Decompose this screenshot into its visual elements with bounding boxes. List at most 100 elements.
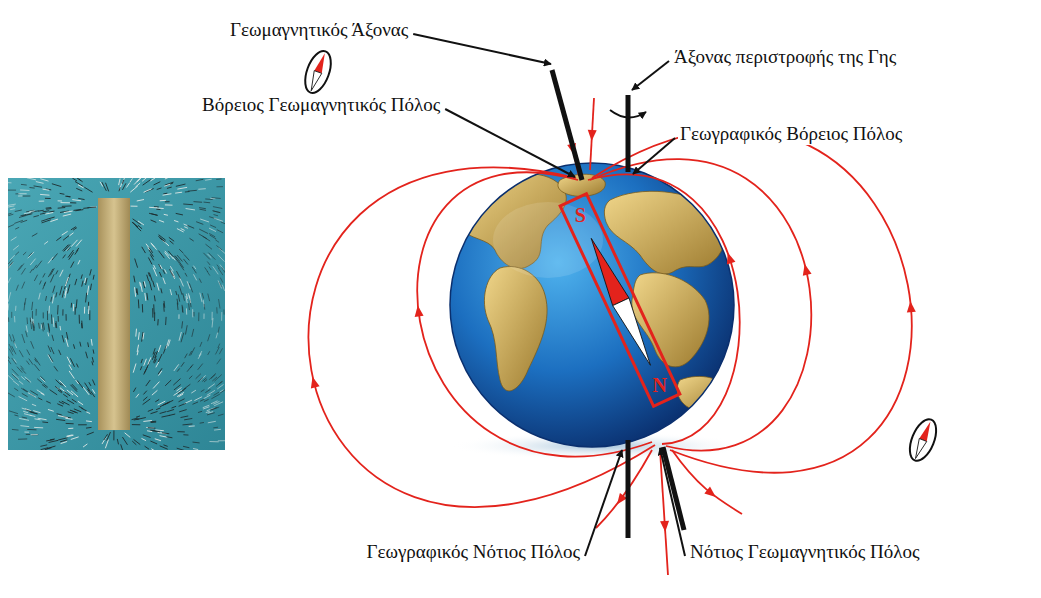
iron-filing	[46, 207, 52, 209]
iron-filing	[164, 184, 170, 186]
iron-filing	[145, 293, 146, 301]
iron-filing	[39, 293, 41, 300]
iron-filing	[119, 187, 120, 191]
iron-filing	[89, 382, 91, 386]
iron-filing	[26, 214, 32, 215]
iron-filing	[119, 179, 120, 186]
iron-filing	[47, 332, 49, 336]
iron-filing	[151, 214, 157, 216]
iron-filing	[38, 323, 40, 329]
iron-filing	[148, 427, 156, 429]
iron-filing	[210, 407, 217, 410]
iron-filing	[30, 391, 38, 396]
iron-filing	[78, 198, 84, 199]
iron-filing	[213, 266, 218, 274]
iron-filing	[10, 255, 15, 260]
iron-filing	[218, 268, 223, 275]
iron-filing	[177, 303, 179, 310]
iron-filing	[117, 439, 118, 444]
iron-filing	[150, 178, 155, 181]
compass-body	[300, 48, 336, 97]
leader-line	[445, 109, 575, 177]
iron-filing	[50, 390, 58, 395]
iron-filing	[187, 225, 194, 228]
iron-filing	[218, 255, 225, 262]
iron-filing	[22, 334, 25, 343]
iron-filing	[42, 220, 51, 223]
iron-filing	[11, 237, 17, 241]
iron-filing	[67, 400, 74, 404]
iron-filing	[53, 317, 55, 327]
iron-filing	[132, 424, 140, 425]
iron-filing	[136, 394, 139, 398]
iron-filing	[8, 278, 11, 284]
iron-filing	[196, 179, 204, 180]
iron-filing	[169, 269, 172, 275]
iron-filing	[8, 204, 16, 206]
iron-filing	[37, 390, 45, 395]
iron-filing	[92, 361, 93, 365]
iron-filing	[181, 416, 189, 418]
iron-filing	[179, 286, 182, 295]
iron-filing	[56, 321, 58, 328]
iron-filing	[68, 428, 73, 429]
iron-filing	[149, 273, 152, 282]
iron-filing	[165, 178, 169, 179]
iron-filing	[8, 206, 14, 207]
iron-filing	[219, 299, 220, 308]
leader-line	[633, 138, 675, 174]
iron-filing	[165, 204, 173, 205]
iron-filing	[21, 368, 26, 373]
iron-filing	[67, 247, 70, 251]
iron-filing	[43, 283, 46, 290]
iron-filing	[143, 391, 146, 395]
iron-filing	[189, 376, 192, 379]
iron-filing	[11, 312, 12, 318]
iron-filing	[164, 301, 166, 308]
iron-filing	[10, 262, 13, 266]
iron-filing	[32, 404, 36, 406]
iron-filing	[13, 381, 19, 386]
iron-filing	[19, 264, 24, 270]
iron-filing	[24, 432, 29, 433]
iron-filing	[220, 278, 223, 283]
iron-filing	[190, 364, 193, 368]
iron-filing	[144, 281, 145, 286]
iron-filing	[67, 357, 71, 365]
iron-filing	[151, 411, 158, 413]
iron-filing	[55, 386, 62, 392]
iron-filing	[144, 189, 152, 192]
iron-filing	[75, 307, 76, 315]
iron-filing	[45, 198, 51, 199]
field-line	[590, 159, 811, 450]
iron-filing	[35, 359, 37, 362]
iron-filing	[143, 435, 151, 438]
globe	[450, 163, 734, 447]
iron-filing	[222, 285, 224, 291]
iron-filing	[26, 434, 30, 435]
iron-filing	[21, 268, 25, 274]
iron-filing	[53, 286, 55, 293]
iron-filing	[87, 286, 88, 295]
iron-filing	[159, 272, 161, 277]
iron-filing	[12, 369, 19, 376]
iron-filing	[33, 265, 37, 271]
iron-filing	[167, 409, 174, 411]
iron-filing	[93, 349, 95, 353]
iron-filing	[78, 424, 87, 425]
iron-filing	[86, 278, 88, 285]
iron-filing	[13, 334, 15, 341]
iron-filing	[219, 348, 222, 354]
iron-filing	[156, 209, 160, 210]
iron-filing	[151, 243, 157, 250]
iron-filing	[165, 380, 171, 386]
iron-filing	[126, 183, 129, 188]
iron-filing	[76, 248, 79, 252]
iron-filing	[71, 227, 76, 230]
iron-filing	[170, 289, 172, 295]
iron-filing	[163, 270, 165, 274]
iron-filing	[79, 315, 80, 324]
iron-filing	[21, 376, 25, 379]
iron-filing	[208, 421, 216, 423]
magnet-needle	[583, 235, 658, 369]
